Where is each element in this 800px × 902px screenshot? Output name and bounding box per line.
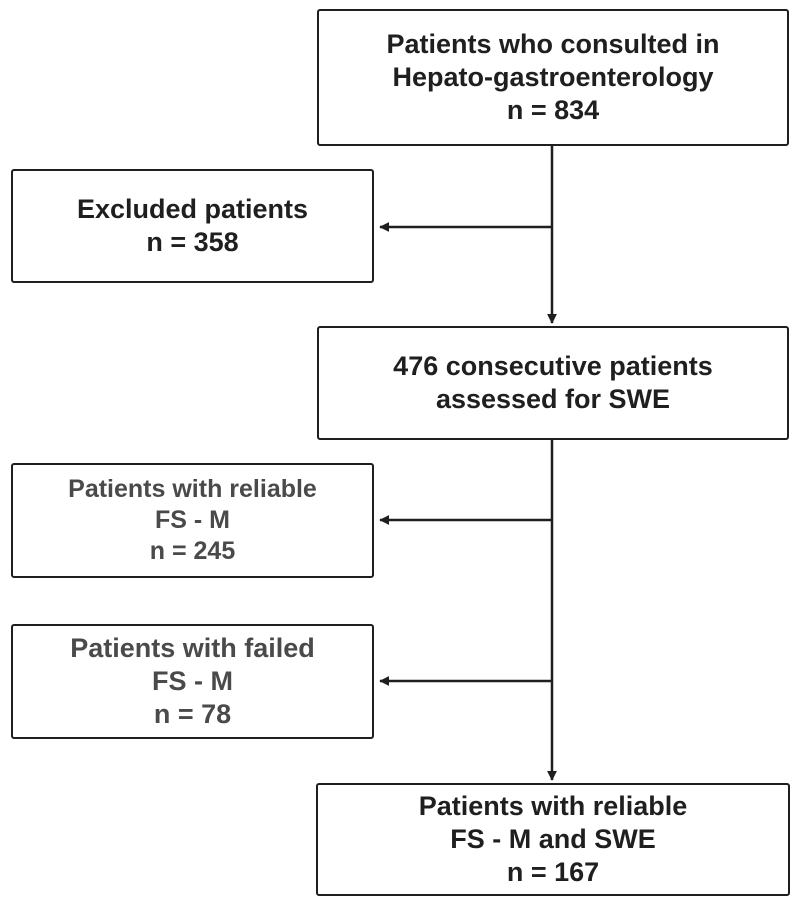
failed-fsm-box: Patients with failed FS - M n = 78 (11, 624, 374, 739)
reliable-fsm-box: Patients with reliable FS - M n = 245 (11, 463, 374, 578)
excluded-label: Excluded patients (76, 194, 309, 224)
consulted-line-2: Hepato-gastroenterology (392, 62, 714, 92)
assessed-line-2: assessed for SWE (435, 384, 671, 414)
reliable-fsm-line-1: Patients with reliable (68, 475, 317, 503)
failed-fsm-line-2: FS - M (152, 666, 233, 696)
reliable-fsm-count: n = 245 (149, 537, 236, 565)
reliable-both-line-1: Patients with reliable (418, 791, 688, 821)
excluded-count: n = 358 (146, 227, 239, 257)
reliable-fsm-line-2: FS - M (155, 506, 230, 534)
excluded-patients-box: Excluded patients n = 358 (11, 169, 374, 283)
consulted-line-1: Patients who consulted in (386, 29, 720, 59)
assessed-patients-box: 476 consecutive patients assessed for SW… (317, 326, 789, 440)
assessed-line-1: 476 consecutive patients (393, 351, 713, 381)
failed-fsm-line-1: Patients with failed (70, 633, 315, 663)
consulted-count: n = 834 (506, 95, 600, 125)
failed-fsm-count: n = 78 (153, 699, 232, 729)
reliable-both-line-2: FS - M and SWE (450, 824, 656, 854)
reliable-both-count: n = 167 (506, 857, 600, 887)
consulted-patients-box: Patients who consulted in Hepato-gastroe… (317, 9, 789, 146)
reliable-fsm-and-swe-box: Patients with reliable FS - M and SWE n … (316, 783, 790, 896)
